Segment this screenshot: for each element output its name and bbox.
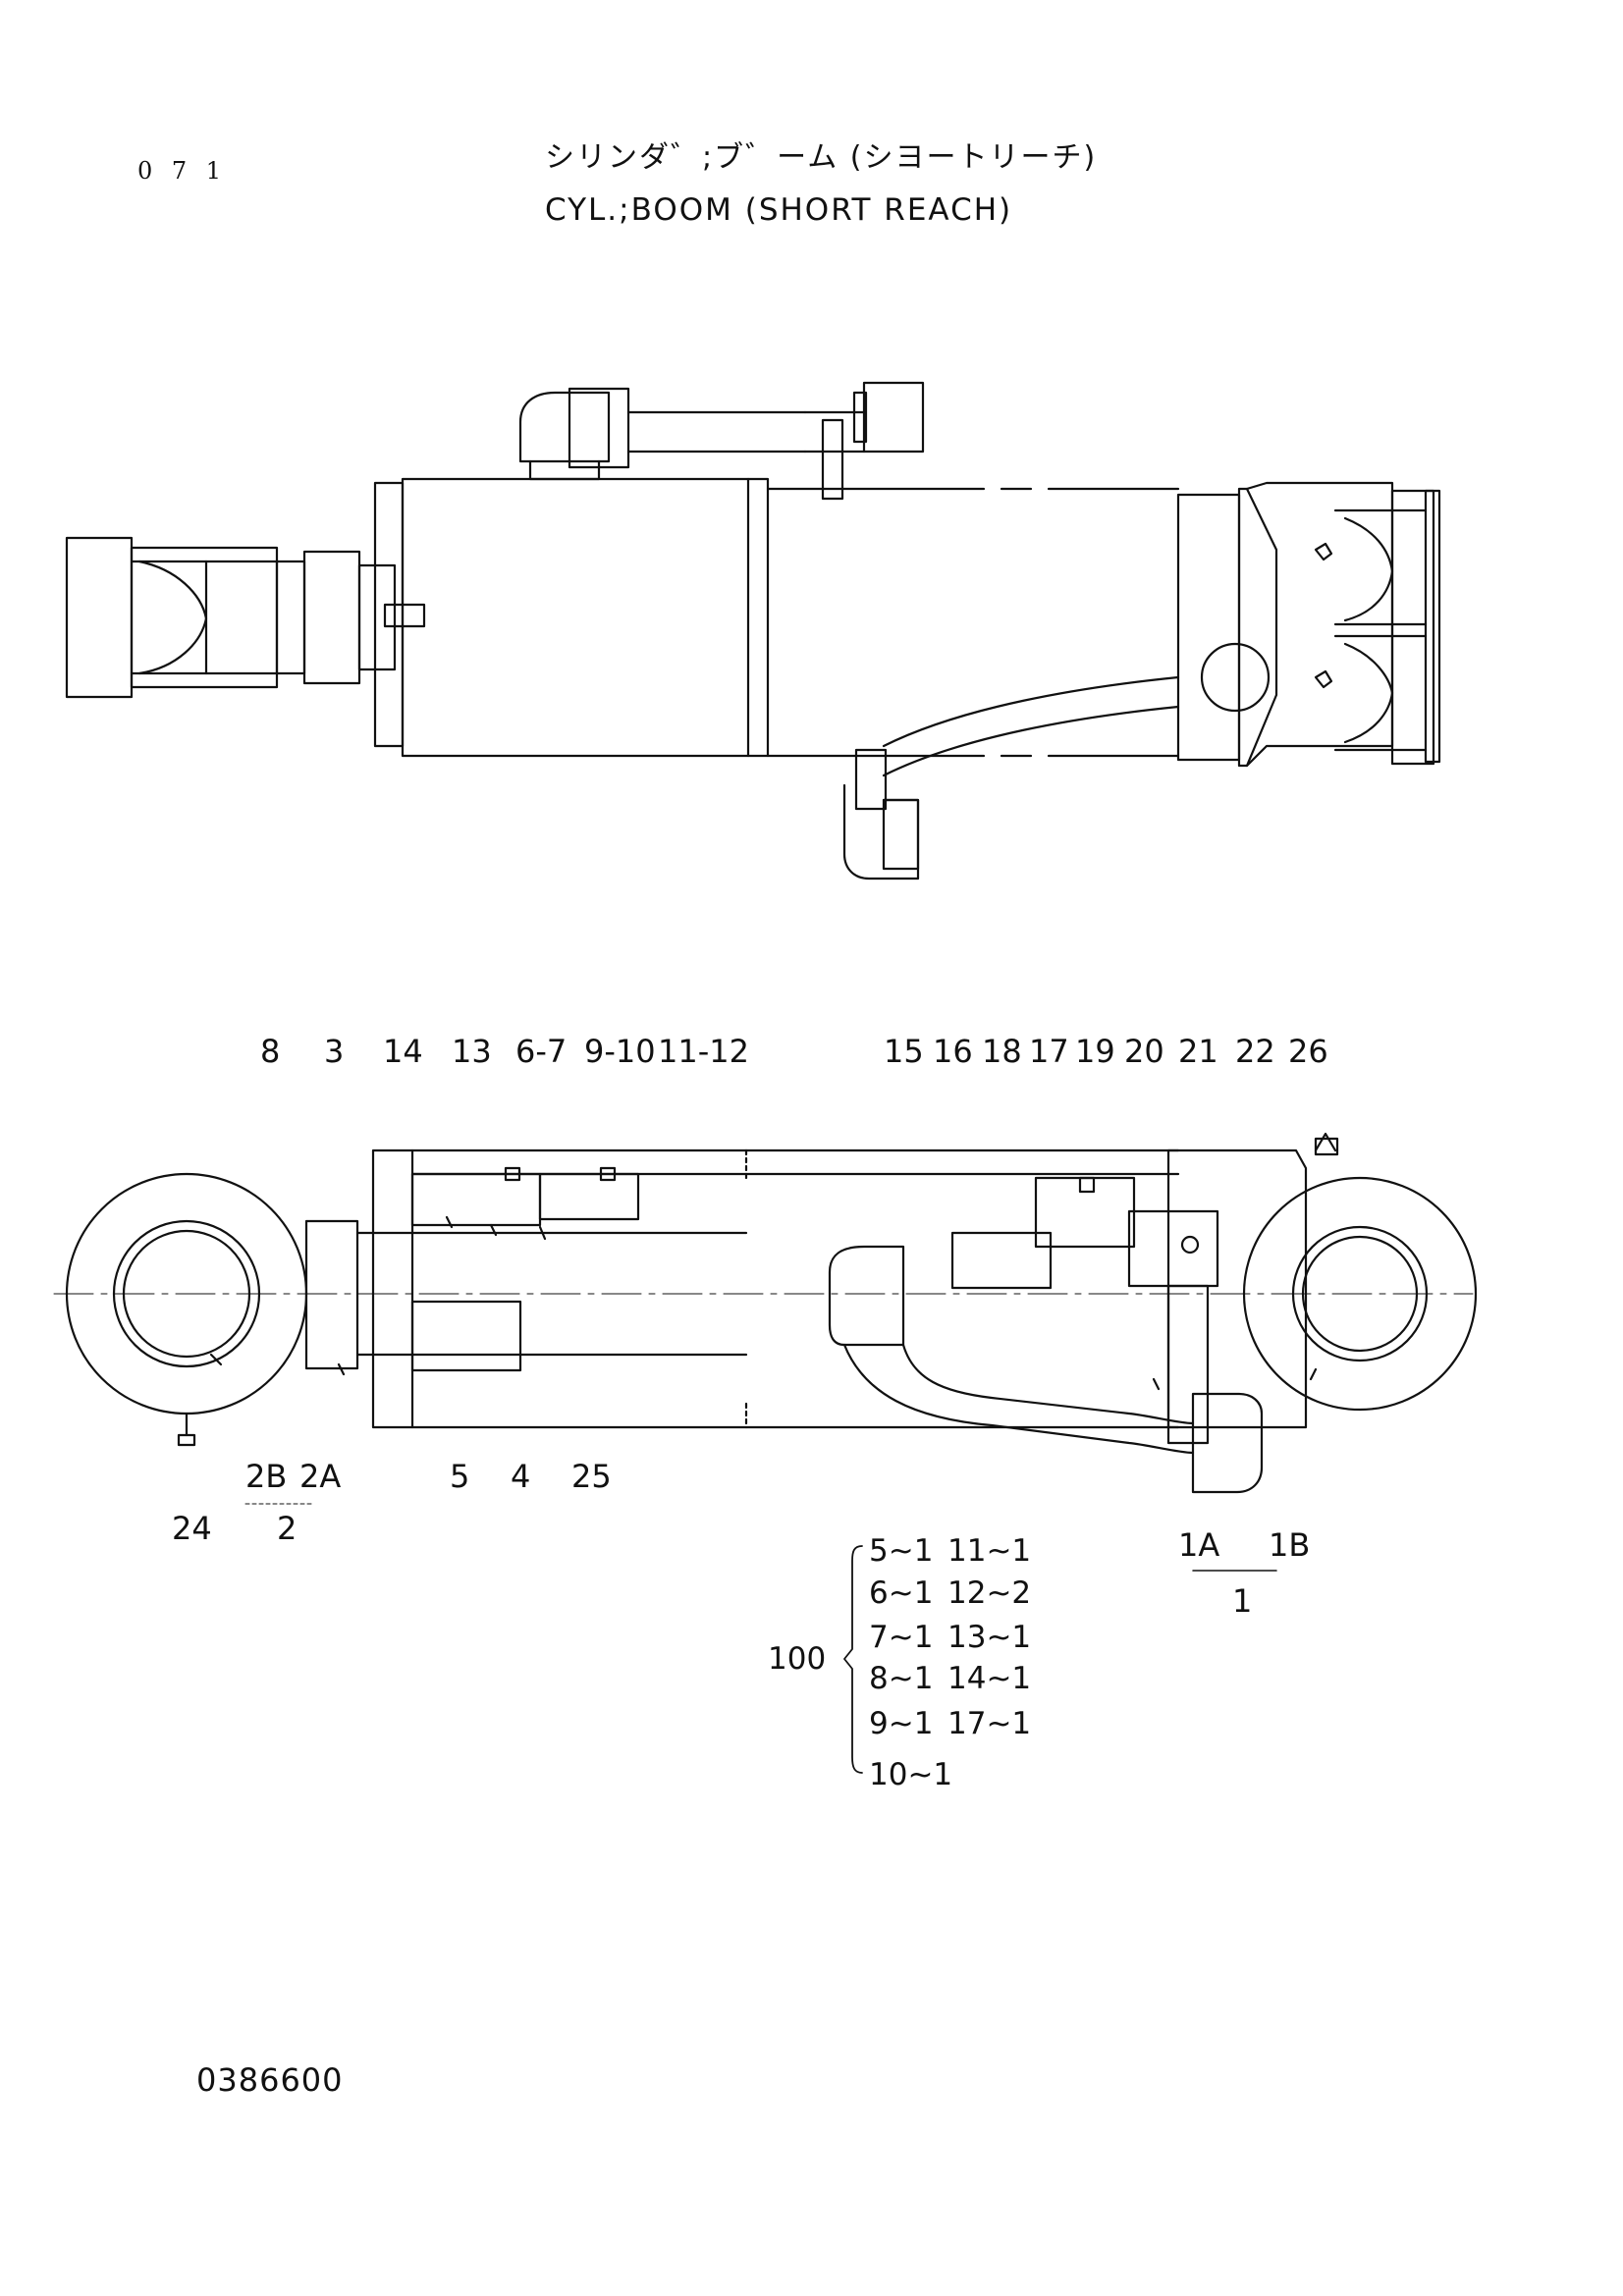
callout-11-12: 11-12: [658, 1033, 749, 1070]
seal-kit-number: 100: [768, 1641, 827, 1677]
callout-19: 19: [1075, 1033, 1115, 1070]
callout-1: 1: [1232, 1582, 1253, 1620]
callout-20: 20: [1124, 1033, 1164, 1070]
callout-24: 24: [172, 1510, 212, 1547]
callout-6-7: 6-7: [515, 1033, 568, 1070]
callout-1B: 1B: [1269, 1526, 1311, 1564]
seal-kit-row-a: 6~1: [869, 1575, 934, 1611]
callout-2: 2: [277, 1510, 298, 1547]
top-view: [65, 381, 1441, 881]
callout-25: 25: [571, 1458, 612, 1495]
seal-kit-row-b: 12~2: [947, 1575, 1032, 1611]
section-view: [53, 1132, 1478, 1774]
callout-13: 13: [452, 1033, 492, 1070]
seal-kit-row-a: 10~1: [869, 1757, 953, 1792]
callout-21: 21: [1178, 1033, 1218, 1070]
seal-kit-row-b: 17~1: [947, 1706, 1032, 1741]
seal-kit-row-b: 14~1: [947, 1661, 1032, 1696]
seal-kit-row-a: 7~1: [869, 1620, 934, 1655]
page-number: 0 7 1: [137, 157, 228, 185]
callout-8: 8: [260, 1033, 281, 1070]
callout-5: 5: [450, 1458, 470, 1495]
title-japanese: シリンダ゛;ブ゛ーム (シヨートリーチ): [545, 140, 1098, 175]
callout-15: 15: [884, 1033, 924, 1070]
document-number: 0386600: [196, 2061, 344, 2099]
seal-kit-row-a: 5~1: [869, 1533, 934, 1569]
callout-2B: 2B: [245, 1458, 288, 1495]
callout-26: 26: [1288, 1033, 1328, 1070]
seal-kit-row-b: 13~1: [947, 1620, 1032, 1655]
callout-4: 4: [511, 1458, 531, 1495]
seal-kit-row-a: 9~1: [869, 1706, 934, 1741]
callout-9-10: 9-10: [584, 1033, 656, 1070]
callout-14: 14: [383, 1033, 423, 1070]
callout-2A: 2A: [299, 1458, 342, 1495]
seal-kit-row-a: 8~1: [869, 1661, 934, 1696]
callout-17: 17: [1029, 1033, 1069, 1070]
callout-1A: 1A: [1178, 1526, 1220, 1564]
callout-3: 3: [324, 1033, 345, 1070]
seal-kit-row-b: 11~1: [947, 1533, 1032, 1569]
callout-18: 18: [982, 1033, 1022, 1070]
callout-16: 16: [933, 1033, 973, 1070]
callout-22: 22: [1235, 1033, 1275, 1070]
title-english: CYL.;BOOM (SHORT REACH): [545, 192, 1013, 228]
